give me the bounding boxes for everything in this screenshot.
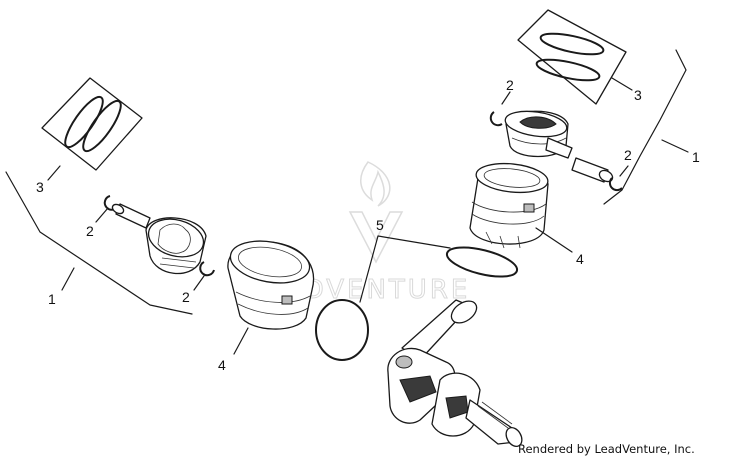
callout-4-left: 4 [218, 357, 226, 373]
callout-2-left-upper: 2 [86, 223, 94, 239]
leader-4-right [535, 227, 573, 253]
o-ring-left [315, 299, 369, 361]
callout-3-right: 3 [634, 87, 642, 103]
crankshaft [387, 299, 523, 447]
callout-1-right: 1 [692, 149, 700, 165]
leader-2-right-upper [501, 91, 511, 105]
cylinder-liner-right [469, 162, 549, 249]
leader-2-right-lower [619, 165, 629, 177]
circlip-left-lower [199, 261, 215, 277]
leader-4-left [233, 327, 249, 355]
wrist-pin-left [111, 203, 151, 229]
left-group-bracket [5, 171, 193, 315]
leader-1-right [661, 139, 689, 153]
leader-5 [359, 235, 451, 303]
leader-1-left [61, 267, 75, 291]
cylinder-liner-left [227, 240, 315, 330]
piston-left [145, 217, 207, 275]
wrist-pin-right [571, 157, 614, 183]
circlip-right-upper [489, 111, 503, 127]
render-credit: Rendered by LeadVenture, Inc. [518, 442, 695, 456]
o-ring-right [445, 246, 519, 278]
leader-3-left [47, 165, 61, 181]
callout-4-right: 4 [576, 251, 584, 267]
callout-2-right-upper: 2 [506, 77, 514, 93]
flame-v-logo-icon [348, 161, 404, 264]
callout-3-left: 3 [36, 179, 44, 195]
leader-2-left-lower [193, 275, 205, 291]
piston-rings-right [517, 9, 627, 105]
piston-rings-left [41, 77, 143, 171]
leader-2-left-upper [95, 207, 109, 223]
callout-2-left-lower: 2 [182, 289, 190, 305]
circlip-right-lower [608, 177, 623, 192]
leader-3-right [611, 77, 633, 91]
right-group-bracket [603, 49, 687, 205]
callout-2-right-lower: 2 [624, 147, 632, 163]
callout-5: 5 [376, 217, 384, 233]
piston-right [504, 110, 573, 159]
callout-1-left: 1 [48, 291, 56, 307]
